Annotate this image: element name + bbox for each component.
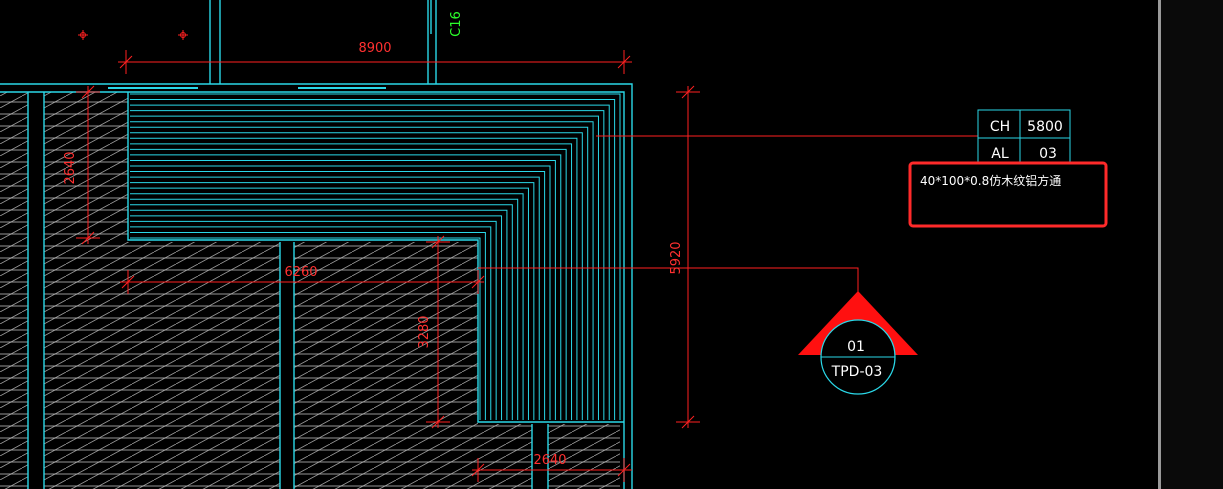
partial-room-label: C16 — [449, 11, 464, 37]
ceiling-strip — [130, 121, 594, 420]
dimension-lines — [76, 50, 700, 482]
dimension-left-height: 2640 — [63, 151, 78, 184]
ceiling-strip — [130, 237, 481, 420]
ceiling-strip — [130, 137, 578, 420]
ceiling-strip — [130, 93, 621, 420]
detail-sheet: TPD-03 — [831, 364, 883, 380]
ceiling-strip — [130, 143, 573, 420]
table-value-ch: 5800 — [1027, 119, 1063, 135]
note-highlight-box — [908, 161, 1108, 228]
floor-hatch — [0, 92, 620, 489]
table-key-ch: CH — [990, 119, 1010, 135]
ceiling-strip — [130, 226, 492, 420]
aluminum-ceiling-strips — [127, 92, 624, 423]
ceiling-strip — [130, 159, 556, 420]
ceiling-strip — [130, 182, 535, 420]
walls — [0, 0, 633, 489]
crosshair-markers — [78, 30, 188, 40]
ceiling-strip — [130, 187, 529, 420]
ceiling-strip — [130, 193, 524, 420]
ceiling-strip — [130, 176, 540, 420]
material-note: 40*100*0.8仿木纹铝方通 — [920, 173, 1061, 188]
ceiling-strip — [130, 99, 616, 420]
table-value-al: 03 — [1039, 146, 1057, 162]
strip-area-outline — [127, 92, 624, 423]
leader-lines — [478, 135, 978, 298]
viewport-edge — [1158, 0, 1223, 489]
ceiling-strip — [130, 132, 583, 420]
ceiling-strip — [130, 165, 551, 420]
ceiling-strip — [130, 148, 567, 420]
dimension-top-width: 8900 — [358, 41, 391, 56]
ceiling-strip — [130, 220, 497, 420]
ceiling-strip — [130, 198, 519, 420]
ceiling-strip — [130, 204, 513, 420]
ceiling-strip — [130, 215, 503, 420]
dimension-lower-height: 3280 — [417, 315, 432, 348]
dimension-mid-width: 6260 — [284, 265, 317, 280]
ceiling-strip — [130, 110, 605, 420]
dimension-bottom-width: 2640 — [533, 453, 566, 468]
ceiling-strip — [130, 209, 508, 420]
table-key-al: AL — [991, 146, 1009, 162]
dimension-right-height: 5920 — [669, 241, 684, 274]
detail-marker — [798, 291, 918, 395]
detail-number: 01 — [847, 339, 865, 355]
ceiling-strip — [130, 231, 486, 420]
ceiling-strip — [130, 171, 546, 420]
ceiling-strip — [130, 115, 599, 420]
ceiling-strip — [130, 126, 589, 420]
ceiling-strip — [130, 154, 562, 420]
ceiling-strip — [130, 104, 610, 420]
